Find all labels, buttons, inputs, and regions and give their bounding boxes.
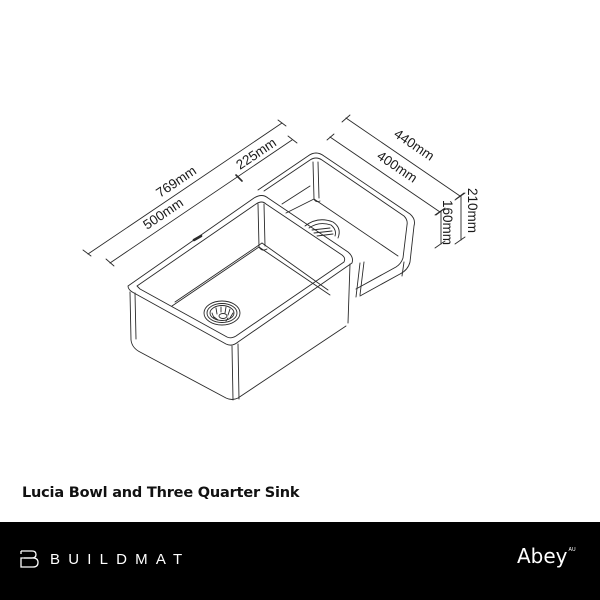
buildmat-b-icon <box>20 550 39 568</box>
label-bowl-depth: 160mm <box>440 200 455 245</box>
small-bowl <box>257 152 415 298</box>
abey-logo: AbeyAU <box>517 544 576 568</box>
abey-region-mark: AU <box>568 547 576 553</box>
footer-bar: BUILDMAT AbeyAU <box>0 522 600 600</box>
dimension-line-overall-length <box>82 119 287 257</box>
buildmat-logo: BUILDMAT <box>20 550 190 568</box>
label-overall-depth: 210mm <box>465 188 480 233</box>
dimension-line-overall-depth <box>454 192 466 245</box>
product-title: Lucia Bowl and Three Quarter Sink <box>22 485 300 501</box>
buildmat-wordmark: BUILDMAT <box>50 550 191 568</box>
abey-wordmark: Abey <box>517 544 568 568</box>
label-bowl-width: 400mm <box>374 148 420 186</box>
main-bowl <box>127 195 353 401</box>
dimension-line-bowl-lengths <box>105 135 298 267</box>
dimension-line-bowl-depth <box>434 207 446 249</box>
sink-technical-drawing: 769mm 500mm 225mm 440mm 400mm 210mm 160m… <box>82 114 480 401</box>
